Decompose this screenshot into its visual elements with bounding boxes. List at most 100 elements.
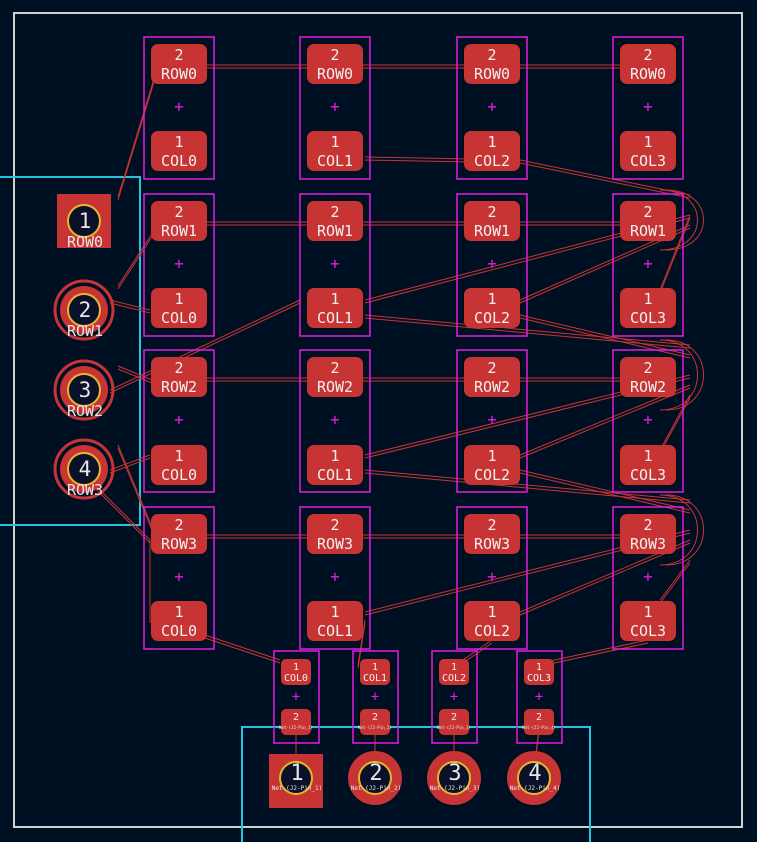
pad-top bbox=[464, 201, 520, 241]
crosshair-icon: + bbox=[330, 97, 340, 116]
pad-number: 1 bbox=[293, 662, 299, 673]
pad-bottom bbox=[464, 445, 520, 485]
crosshair-icon: + bbox=[174, 97, 184, 116]
col-chain-l-b bbox=[659, 217, 691, 294]
pad-net-label: COL2 bbox=[474, 309, 510, 327]
pad-net-label: ROW0 bbox=[474, 65, 510, 83]
pad-net-label: COL3 bbox=[630, 622, 666, 640]
pin-net-label: ROW1 bbox=[67, 322, 103, 340]
drill-hole-icon bbox=[67, 452, 101, 486]
pad-bottom bbox=[151, 131, 207, 171]
pad-bottom bbox=[151, 288, 207, 328]
row-feed-trace-1-b bbox=[117, 228, 158, 290]
pads-layer: 2ROW01COL02ROW01COL12ROW01COL22ROW01COL3… bbox=[53, 44, 676, 808]
column-resistor-0: + bbox=[273, 650, 320, 744]
pin-pad-ring bbox=[53, 359, 115, 421]
drill-hole-icon bbox=[67, 293, 101, 327]
switch-r2-c0: + bbox=[143, 349, 215, 493]
switch-r3-c2: + bbox=[456, 506, 528, 650]
pad-net-label: ROW3 bbox=[474, 535, 510, 553]
col1-res-trace-b bbox=[357, 622, 366, 669]
resistor-pad-1 bbox=[439, 659, 469, 685]
col0-feed-d-b bbox=[94, 487, 151, 623]
pad-net-label: COL2 bbox=[474, 622, 510, 640]
col-loop-2-b bbox=[665, 339, 704, 411]
pad-net-label: ROW2 bbox=[161, 378, 197, 396]
pad-net-label: COL1 bbox=[317, 309, 353, 327]
crosshair-icon: + bbox=[643, 410, 653, 429]
crosshair-icon: + bbox=[487, 410, 497, 429]
switch-r1-c3: + bbox=[612, 193, 684, 337]
pad-number: 1 bbox=[330, 290, 339, 308]
column-header-outline bbox=[241, 726, 591, 842]
resistor-courtyard bbox=[516, 650, 563, 744]
pad-net-label: ROW3 bbox=[161, 535, 197, 553]
row-feed-trace-3-a bbox=[117, 444, 158, 540]
crosshair-icon: + bbox=[487, 567, 497, 586]
switch-r0-c1: + bbox=[299, 36, 371, 180]
switch-r3-c0: + bbox=[143, 506, 215, 650]
switch-courtyard bbox=[143, 36, 215, 180]
pin-net-label: Net-(J2-Pin_3) bbox=[430, 785, 481, 792]
pad-net-label: ROW3 bbox=[630, 535, 666, 553]
crosshair-icon: + bbox=[450, 689, 458, 705]
crosshair-icon: + bbox=[487, 97, 497, 116]
switch-courtyard bbox=[143, 506, 215, 650]
pad-number: 1 bbox=[174, 290, 183, 308]
pad-number: 2 bbox=[330, 516, 339, 534]
crosshair-icon: + bbox=[174, 567, 184, 586]
pin-pad-ring bbox=[53, 279, 115, 341]
pad-number: 2 bbox=[293, 712, 299, 723]
col-chain-g-b bbox=[519, 542, 691, 616]
col-loop-1-a bbox=[659, 189, 698, 251]
pad-bottom bbox=[151, 601, 207, 641]
switch-courtyard bbox=[299, 36, 371, 180]
switch-r2-c1: + bbox=[299, 349, 371, 493]
pad-top bbox=[620, 44, 676, 84]
pad-net-label: ROW2 bbox=[317, 378, 353, 396]
pad-net-label: COL0 bbox=[161, 309, 197, 327]
pad-number: 2 bbox=[330, 46, 339, 64]
switch-r1-c0: + bbox=[143, 193, 215, 337]
pad-number: 1 bbox=[372, 662, 378, 673]
pad-number: 1 bbox=[174, 603, 183, 621]
column-resistor-3: + bbox=[516, 650, 563, 744]
col-chain-m-b bbox=[659, 397, 691, 454]
crosshair-icon: + bbox=[487, 254, 497, 273]
drill-hole-icon bbox=[67, 373, 101, 407]
resistor-courtyard bbox=[431, 650, 478, 744]
switch-courtyard bbox=[456, 36, 528, 180]
drill-hole-icon bbox=[279, 761, 313, 795]
pad-net-label: ROW0 bbox=[630, 65, 666, 83]
pad-net-label: COL3 bbox=[630, 152, 666, 170]
pad-net-label: ROW2 bbox=[630, 378, 666, 396]
col0-res-trace-a bbox=[204, 634, 281, 661]
pad-net-label: COL2 bbox=[442, 673, 466, 684]
resistor-courtyard bbox=[273, 650, 320, 744]
pin-number: 1 bbox=[290, 761, 303, 786]
pad-net-label: COL2 bbox=[474, 152, 510, 170]
col0-feed-b-b bbox=[109, 302, 301, 394]
pad-net-label: COL1 bbox=[317, 466, 353, 484]
row-header-outline bbox=[0, 176, 141, 526]
pad-net-label: Net-(J2-Pin_3) bbox=[437, 725, 471, 730]
pad-top bbox=[620, 357, 676, 397]
col-loop-2-a bbox=[659, 339, 698, 411]
crosshair-icon: + bbox=[292, 689, 300, 705]
pad-number: 2 bbox=[536, 712, 542, 723]
pin-number: 4 bbox=[528, 761, 541, 786]
pad-bottom bbox=[620, 131, 676, 171]
pad-number: 2 bbox=[487, 46, 496, 64]
switch-courtyard bbox=[299, 349, 371, 493]
col-chain-e-b bbox=[519, 387, 691, 459]
